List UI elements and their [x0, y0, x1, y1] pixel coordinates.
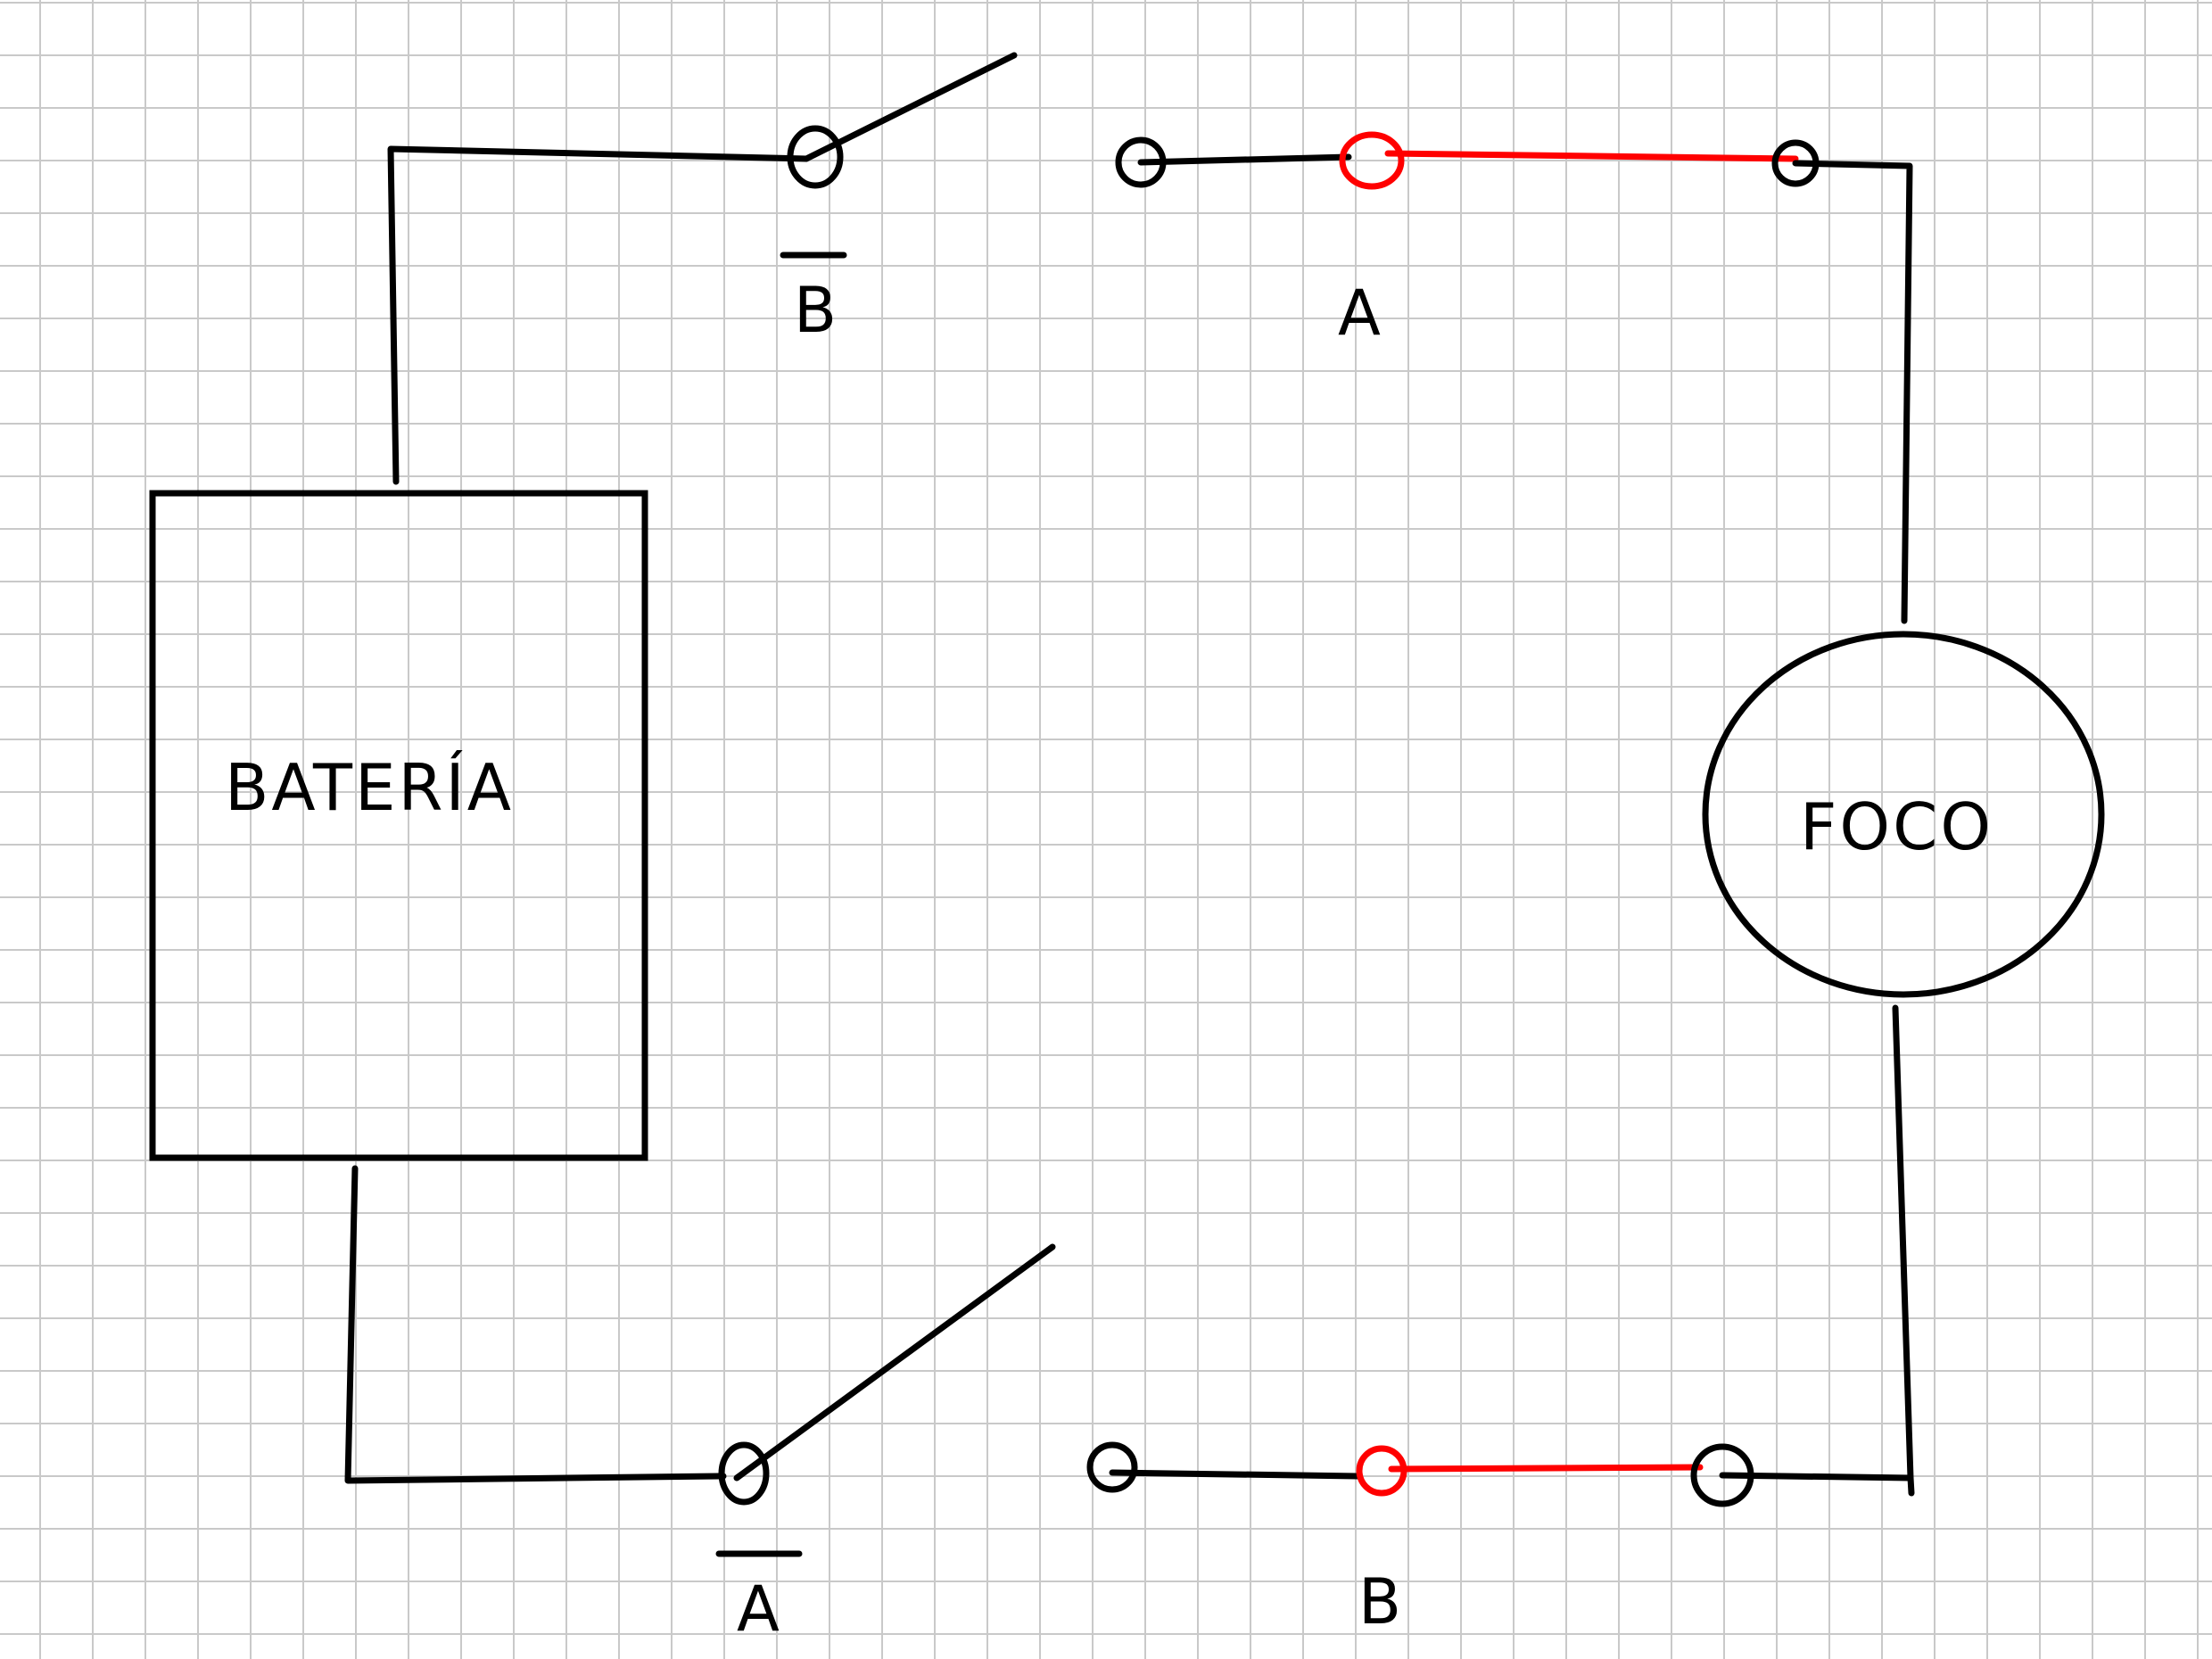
- bulb-circle: [1702, 631, 2105, 998]
- switch-not-b-open-lever: [803, 52, 1018, 162]
- switch-not-a-open-lever: [733, 1243, 1056, 1482]
- switch-not-a-pivot-terminal: [718, 1441, 770, 1506]
- wire-battery-to-switch-not-b: [387, 145, 810, 485]
- wire-battery-to-switch-not-a: [344, 1165, 727, 1484]
- battery-box: [149, 490, 648, 1161]
- switch-not-a-label: A: [737, 1572, 780, 1646]
- bulb-label: FOCO: [1800, 789, 1993, 864]
- switch-b-closed-contact: [1388, 1464, 1704, 1473]
- battery-label: BATERÍA: [225, 750, 514, 825]
- switch-b-left-terminal: [1086, 1441, 1138, 1493]
- switch-a-pivot-terminal: [1339, 131, 1405, 190]
- wire-to-switch-a: [1137, 153, 1352, 166]
- wire-to-switch-b: [1109, 1469, 1361, 1480]
- switch-a-closed-contact: [1384, 150, 1799, 162]
- switch-b-label: B: [1358, 1565, 1401, 1638]
- wire-switch-a-to-bulb: [1792, 160, 1913, 624]
- switch-not-b-pivot-terminal: [787, 125, 844, 189]
- switch-not-b-label: B: [794, 274, 837, 347]
- switch-a-label: A: [1338, 276, 1381, 350]
